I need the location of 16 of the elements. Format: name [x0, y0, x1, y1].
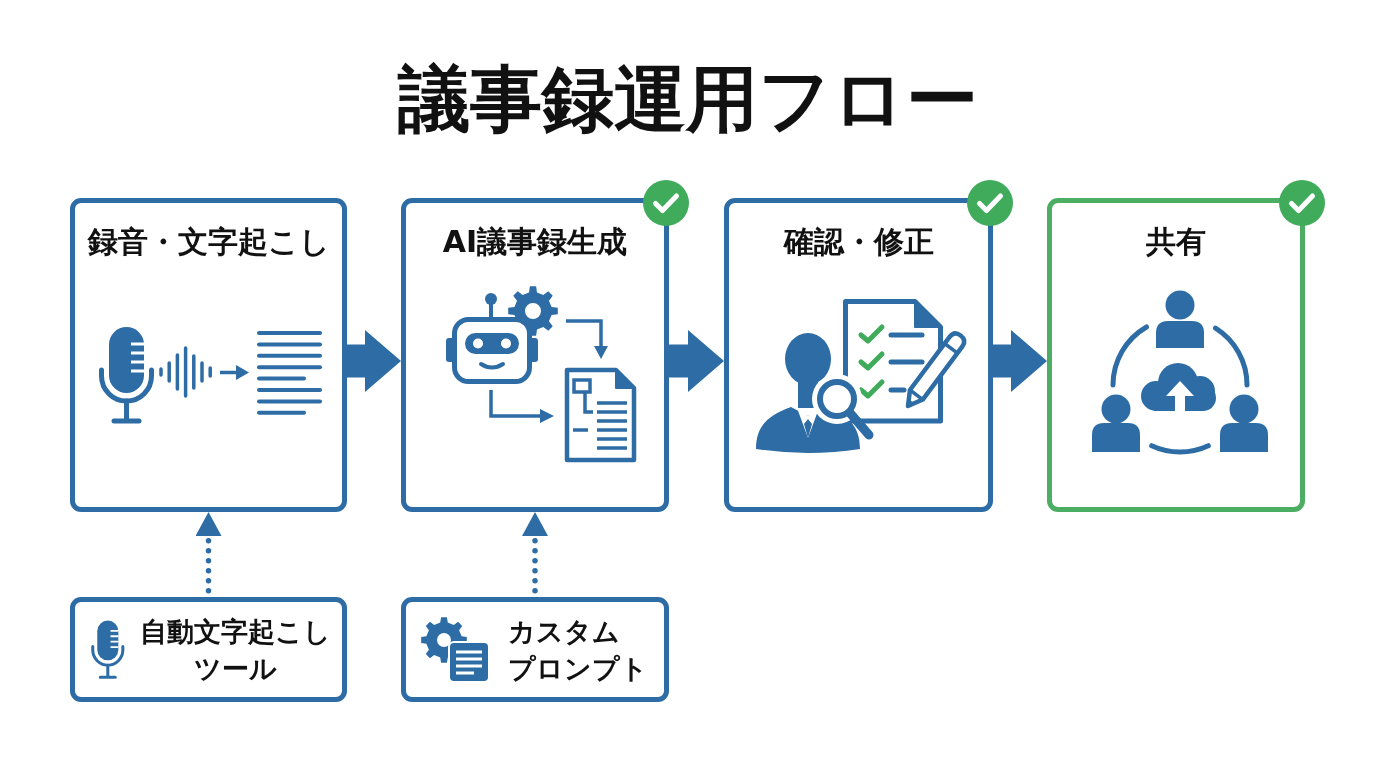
step-box [724, 198, 993, 512]
tool-label: 自動文字起こしツール [139, 615, 331, 686]
step-title: AI議事録生成 [442, 224, 628, 260]
step-box [70, 198, 347, 512]
tool-box [401, 597, 669, 702]
step-title: 確認・修正 [783, 224, 934, 260]
block-arrow [669, 330, 724, 392]
step-title: 録音・文字起こし [87, 224, 330, 260]
tool-box [70, 597, 347, 702]
step-box [1047, 198, 1305, 512]
title: 議事録運用フロー [398, 56, 978, 142]
block-arrow [347, 330, 401, 392]
tool-label: カスタムプロンプト [508, 615, 649, 686]
step-title: 共有 [1146, 224, 1206, 260]
block-arrow [993, 330, 1047, 392]
step-box [401, 198, 669, 512]
